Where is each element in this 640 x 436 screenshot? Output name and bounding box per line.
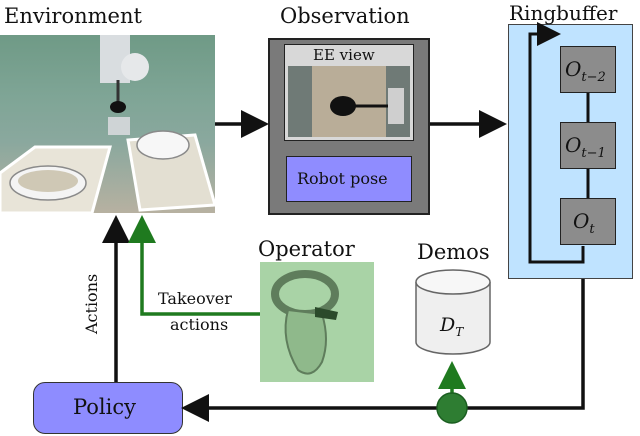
ee-view-label: EE view xyxy=(313,46,375,64)
takeover-label-line1: Takeover xyxy=(158,289,232,308)
ringbuffer-title: Ringbuffer xyxy=(509,1,618,25)
ringbuffer-slot-label-1: Ot−1 xyxy=(565,133,606,161)
ringbuffer-slot-2 xyxy=(560,198,616,245)
robot-base xyxy=(108,117,130,135)
ringbuffer-loop-arrow xyxy=(528,22,585,264)
takeover-label-line2: actions xyxy=(170,315,229,334)
right-bowl xyxy=(136,130,190,160)
ee-view-image xyxy=(288,66,410,137)
ringbuffer-slot-label-2: Ot xyxy=(573,209,595,237)
environment-scene xyxy=(0,35,215,213)
demos-symbol: DT xyxy=(440,314,464,339)
demos-title: Demos xyxy=(417,240,490,264)
ringbuffer-to-policy-arrow xyxy=(181,279,585,422)
ee-view-scene xyxy=(288,66,410,137)
spoon-head xyxy=(110,101,126,113)
operator-takeover-arrow xyxy=(128,215,260,316)
policy-box xyxy=(33,382,183,434)
policy-label: Policy xyxy=(73,395,136,419)
robot-pose-box xyxy=(286,156,412,202)
environment-image xyxy=(0,35,215,213)
spoon-head xyxy=(330,96,356,116)
vr-controller-icon xyxy=(271,270,339,375)
left-bowl-rice xyxy=(18,170,78,192)
environment-title: Environment xyxy=(4,4,142,28)
data-junction-node xyxy=(436,392,468,424)
demos-database-icon xyxy=(415,269,491,355)
observation-title: Observation xyxy=(280,4,410,28)
robot-joint xyxy=(121,53,149,81)
ringbuffer-slot-0 xyxy=(560,46,616,93)
robot-pose-label: Robot pose xyxy=(297,169,388,188)
ringbuffer-slot-1 xyxy=(560,122,616,169)
actions-label: Actions xyxy=(82,273,101,334)
ringbuffer-slot-label-0: Ot−2 xyxy=(565,57,606,85)
operator-image xyxy=(260,262,374,382)
operator-title: Operator xyxy=(258,237,355,261)
